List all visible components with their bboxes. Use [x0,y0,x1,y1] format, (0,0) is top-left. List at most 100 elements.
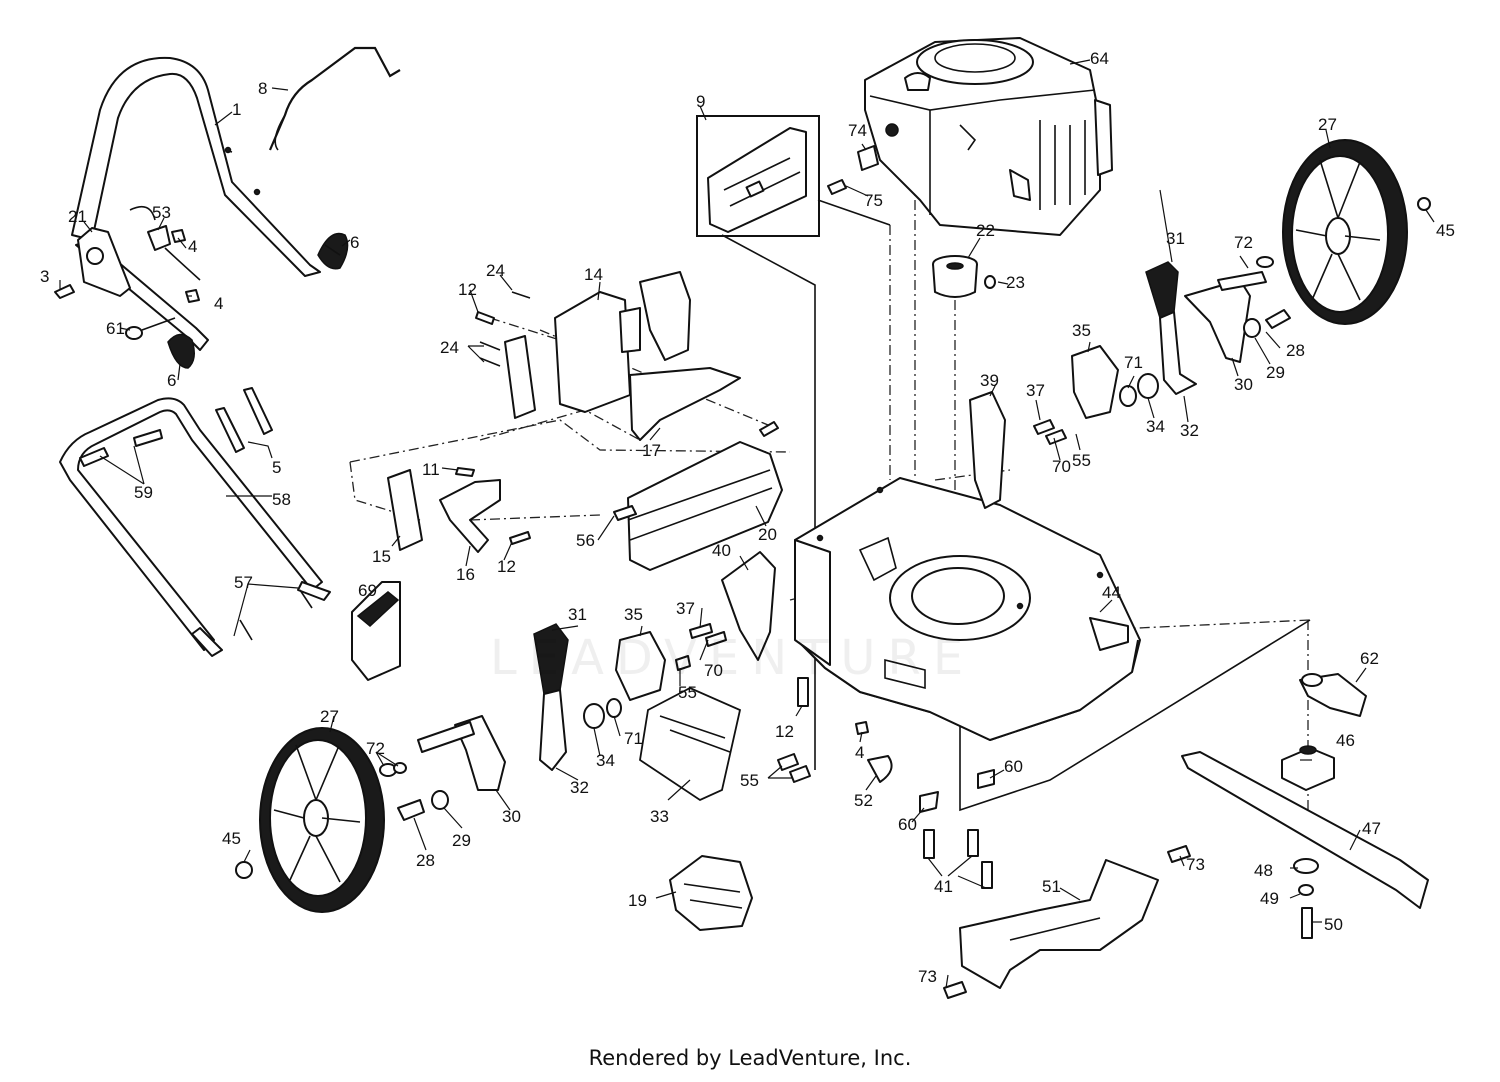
callout-60: 60 [898,815,917,834]
watermark-logo: LEADVENTURE [490,630,975,686]
callout-73: 73 [918,967,937,986]
callout-22: 22 [976,221,995,240]
callout-39: 39 [980,371,999,390]
callout-72: 72 [366,739,385,758]
callout-12: 12 [497,557,516,576]
right-height-adjuster [1033,256,1291,445]
callout-70: 70 [704,661,723,680]
lower-handle [59,397,331,657]
callout-4: 4 [855,743,864,762]
callout-55: 55 [740,771,759,790]
callout-5: 5 [272,458,281,477]
callout-51: 51 [1042,877,1061,896]
right-rear-wheel [1282,139,1431,325]
callout-59: 59 [134,483,153,502]
callout-23: 23 [1006,273,1025,292]
callout-31: 31 [1166,229,1185,248]
front-baffle [943,845,1191,999]
callout-11: 11 [422,460,440,479]
callout-58: 58 [272,490,291,509]
callout-35: 35 [1072,321,1091,340]
callout-21: 21 [68,207,87,226]
callout-20: 20 [758,525,777,544]
box-9 [696,115,820,237]
callout-33: 33 [650,807,669,826]
callout-29: 29 [452,831,471,850]
callout-55: 55 [1072,451,1091,470]
callout-48: 48 [1254,861,1273,880]
callout-34: 34 [1146,417,1165,436]
wheel-brackets [721,391,1006,661]
callout-64: 64 [1090,49,1109,68]
clip-74-75 [827,145,879,195]
callout-40: 40 [712,541,731,560]
guards [639,687,753,931]
callout-71: 71 [1124,353,1143,372]
callout-14: 14 [584,265,603,284]
callout-61: 61 [106,319,125,338]
callout-52: 52 [854,791,873,810]
upper-handle [71,56,321,351]
control-bar-wire [274,114,286,151]
callout-35: 35 [624,605,643,624]
callout-73: 73 [1186,855,1205,874]
footer-credit: Rendered by LeadVenture, Inc. [588,1046,912,1070]
rear-deflector [613,441,783,571]
callout-74: 74 [848,121,867,140]
callout-4: 4 [214,294,223,313]
callout-24: 24 [440,338,459,357]
engine [864,37,1113,236]
mower-deck [794,477,1141,741]
callout-49: 49 [1260,889,1279,908]
blade-assembly [1181,673,1429,939]
grass-bag [351,581,401,681]
left-front-wheel [235,727,385,913]
callout-27: 27 [320,707,339,726]
callout-24: 24 [486,261,505,280]
callout-55: 55 [678,683,697,702]
callout-56: 56 [576,531,595,550]
callout-69: 69 [358,581,377,600]
callout-45: 45 [1436,221,1455,240]
callout-4: 4 [188,237,197,256]
callout-32: 32 [1180,421,1199,440]
callout-47: 47 [1362,819,1381,838]
callout-labels: 1 3 4 4 4 5 6 6 8 9 11 12 12 12 14 15 16… [40,49,1455,986]
callout-50: 50 [1324,915,1343,934]
callout-31: 31 [568,605,587,624]
callout-30: 30 [1234,375,1253,394]
callout-30: 30 [502,807,521,826]
callout-71: 71 [624,729,643,748]
callout-53: 53 [152,203,171,222]
callout-70: 70 [1052,457,1071,476]
control-bar [268,46,401,151]
leader-lines [59,59,1435,989]
blade-adapter-top [932,255,996,298]
left-height-adjuster [379,623,727,821]
bracket-bolts [455,291,779,545]
callout-12: 12 [458,280,477,299]
callout-34: 34 [596,751,615,770]
callout-1: 1 [232,100,241,119]
callout-8: 8 [258,79,267,98]
callout-44: 44 [1102,583,1121,602]
left-handle-hardware [54,229,273,453]
callout-9: 9 [696,92,705,111]
callout-19: 19 [628,891,647,910]
callout-32: 32 [570,778,589,797]
bracket-assembly [387,271,741,553]
callout-6: 6 [167,371,176,390]
callout-12: 12 [775,722,794,741]
callout-29: 29 [1266,363,1285,382]
callout-57: 57 [234,573,253,592]
callout-72: 72 [1234,233,1253,252]
watermark-text: LEADVENTURE [490,630,976,686]
callout-75: 75 [864,191,883,210]
callout-27: 27 [1318,115,1337,134]
handle-knob-lower [167,333,195,369]
callout-45: 45 [222,829,241,848]
callout-62: 62 [1360,649,1379,668]
callout-37: 37 [1026,381,1045,400]
callout-37: 37 [676,599,695,618]
